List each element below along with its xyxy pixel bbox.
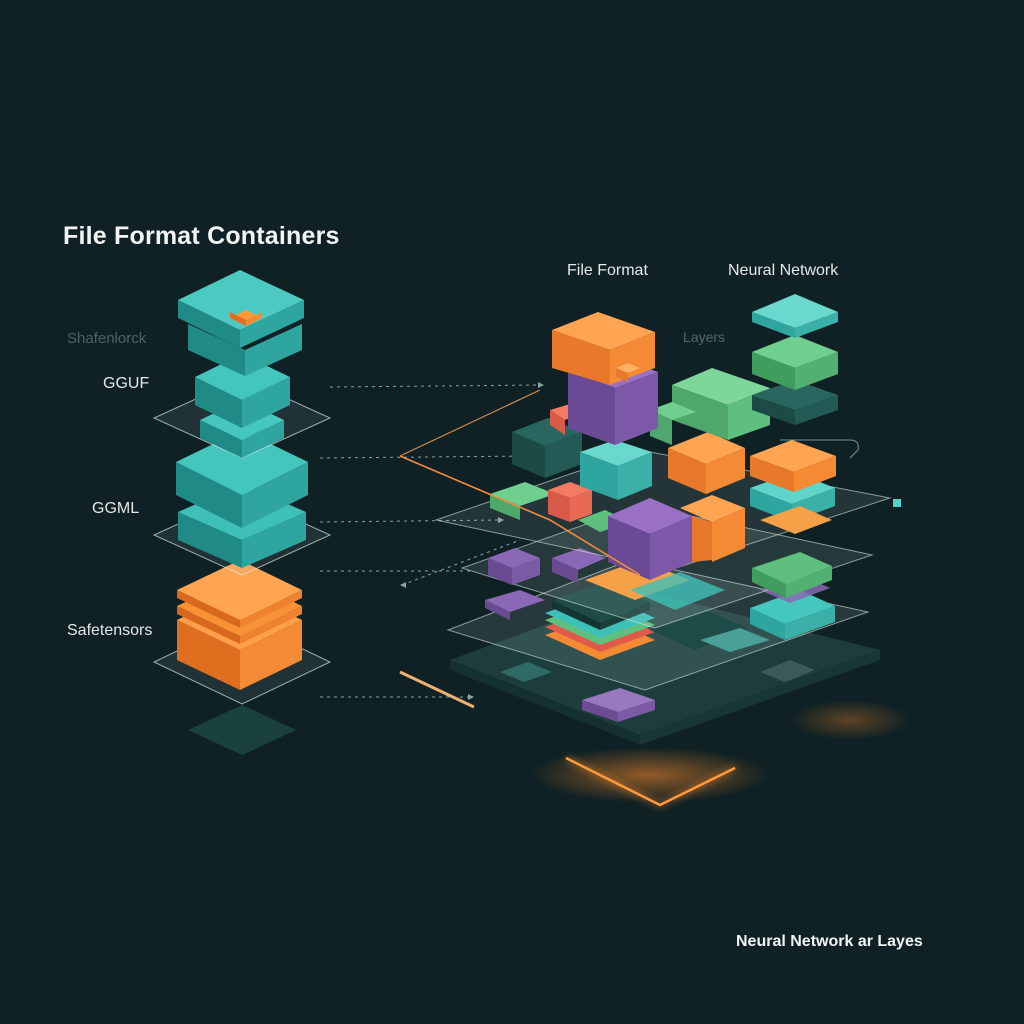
signal-line [399,389,541,457]
glass-layer-1 [446,559,870,691]
ggml-block [176,430,308,568]
neural-network-header: Neural Network [728,262,839,279]
teal-marker [893,499,901,507]
file-format-header: File Format [567,262,648,279]
arrow-diagonal [401,539,521,586]
orange-glow-right [790,700,910,740]
safetensors-label: Safetensors [67,622,153,639]
network-tower [752,294,838,425]
gguf-block [178,270,304,458]
gguf-label: GGUF [103,375,150,392]
footer-caption: Neural Network ar Layes [736,933,923,950]
stack-base-shadow [188,705,296,755]
faded-format-label: Shafenlorck [67,330,147,347]
safetensors-block [177,560,302,690]
layer-stack-mid [485,575,835,660]
orange-glow [530,747,770,803]
orange-accent-line [399,670,475,709]
ggml-label: GGML [92,500,140,517]
upper-blocks [512,312,836,500]
connector-arrows [319,384,541,698]
layers-faded-label: Layers [683,329,726,345]
network-layers [399,294,901,808]
page-title: File Format Containers [63,222,340,250]
format-stack [152,270,332,755]
